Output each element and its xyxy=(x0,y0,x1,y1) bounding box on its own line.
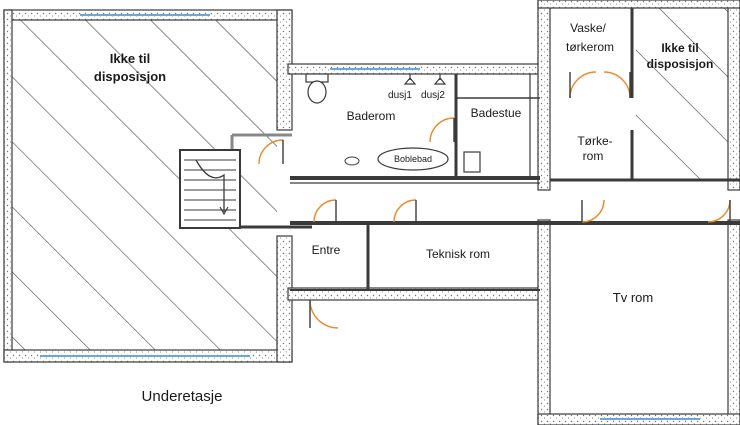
toilet-icon xyxy=(305,73,329,104)
label-shower1: dusj1 xyxy=(388,90,412,101)
label-sauna: Badestue xyxy=(471,106,522,120)
label-unavailable-right-1: Ikke til xyxy=(661,41,698,55)
shower-head-icon xyxy=(403,74,447,85)
label-laundry-1: Vaske/ xyxy=(570,21,606,35)
label-unavailable-left-2: disposisjon xyxy=(94,69,166,84)
floor-label: Underetasje xyxy=(142,388,223,405)
label-laundry-2: tørkerom xyxy=(566,40,614,54)
staircase xyxy=(184,159,236,221)
label-bubble-bath: Boblebad xyxy=(394,154,432,164)
label-bathroom: Baderom xyxy=(347,109,396,123)
windows xyxy=(40,14,700,420)
label-tv-room: Tv rom xyxy=(613,290,653,305)
label-unavailable-left-1: Ikke til xyxy=(110,51,150,66)
floor-drain-icon xyxy=(344,156,360,166)
label-technical-room: Teknisk rom xyxy=(426,247,490,261)
label-drying-1: Tørke- xyxy=(577,134,612,148)
label-shower2: dusj2 xyxy=(421,90,445,101)
unavailable-area-right xyxy=(636,8,728,180)
label-entrance: Entre xyxy=(312,243,341,257)
sauna-heater-icon xyxy=(463,151,481,173)
door-leaves xyxy=(282,72,731,328)
interior-walls xyxy=(179,8,740,291)
bubble-bath-tub xyxy=(377,147,449,171)
label-unavailable-right-2: disposisjon xyxy=(647,57,714,71)
label-drying-2: rom xyxy=(583,149,604,163)
